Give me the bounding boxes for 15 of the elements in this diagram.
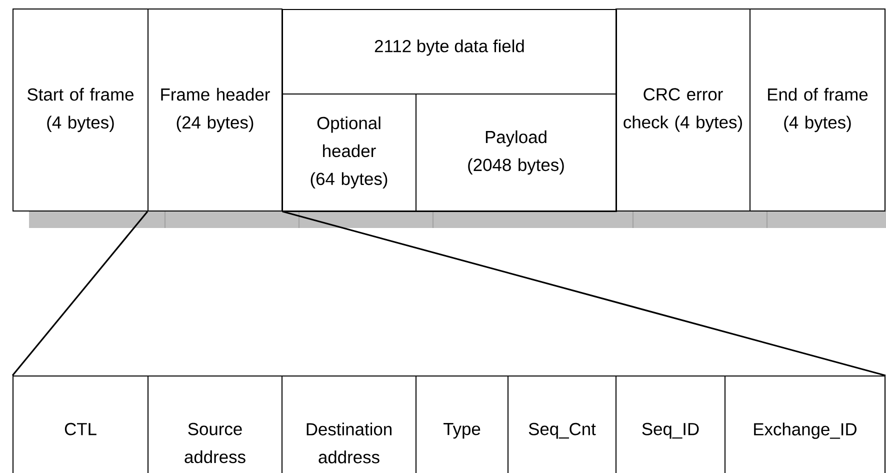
frame-field-box: Frame header (24 bytes): [148, 8, 282, 212]
field-cell: Destination address: [282, 376, 416, 473]
field-cell: Exchange_ID: [724, 376, 886, 473]
expansion-line: [12, 210, 148, 376]
field-cell: Seq_ID: [616, 376, 726, 473]
field-cell: Source address: [148, 376, 282, 473]
field-cell: Type: [416, 376, 508, 473]
subfield-box: Payload (2048 bytes): [416, 94, 616, 212]
field-cell: CTL: [12, 376, 148, 473]
frame-field-box: Start of frame (4 bytes): [12, 8, 148, 212]
frame-field-box: End of frame (4 bytes): [750, 8, 886, 212]
frame-field-box: CRC error check (4 bytes): [616, 8, 750, 212]
field-cell: Seq_Cnt: [508, 376, 616, 473]
expansion-line: [282, 210, 886, 376]
subfield-box: Optional header (64 bytes): [282, 94, 416, 212]
